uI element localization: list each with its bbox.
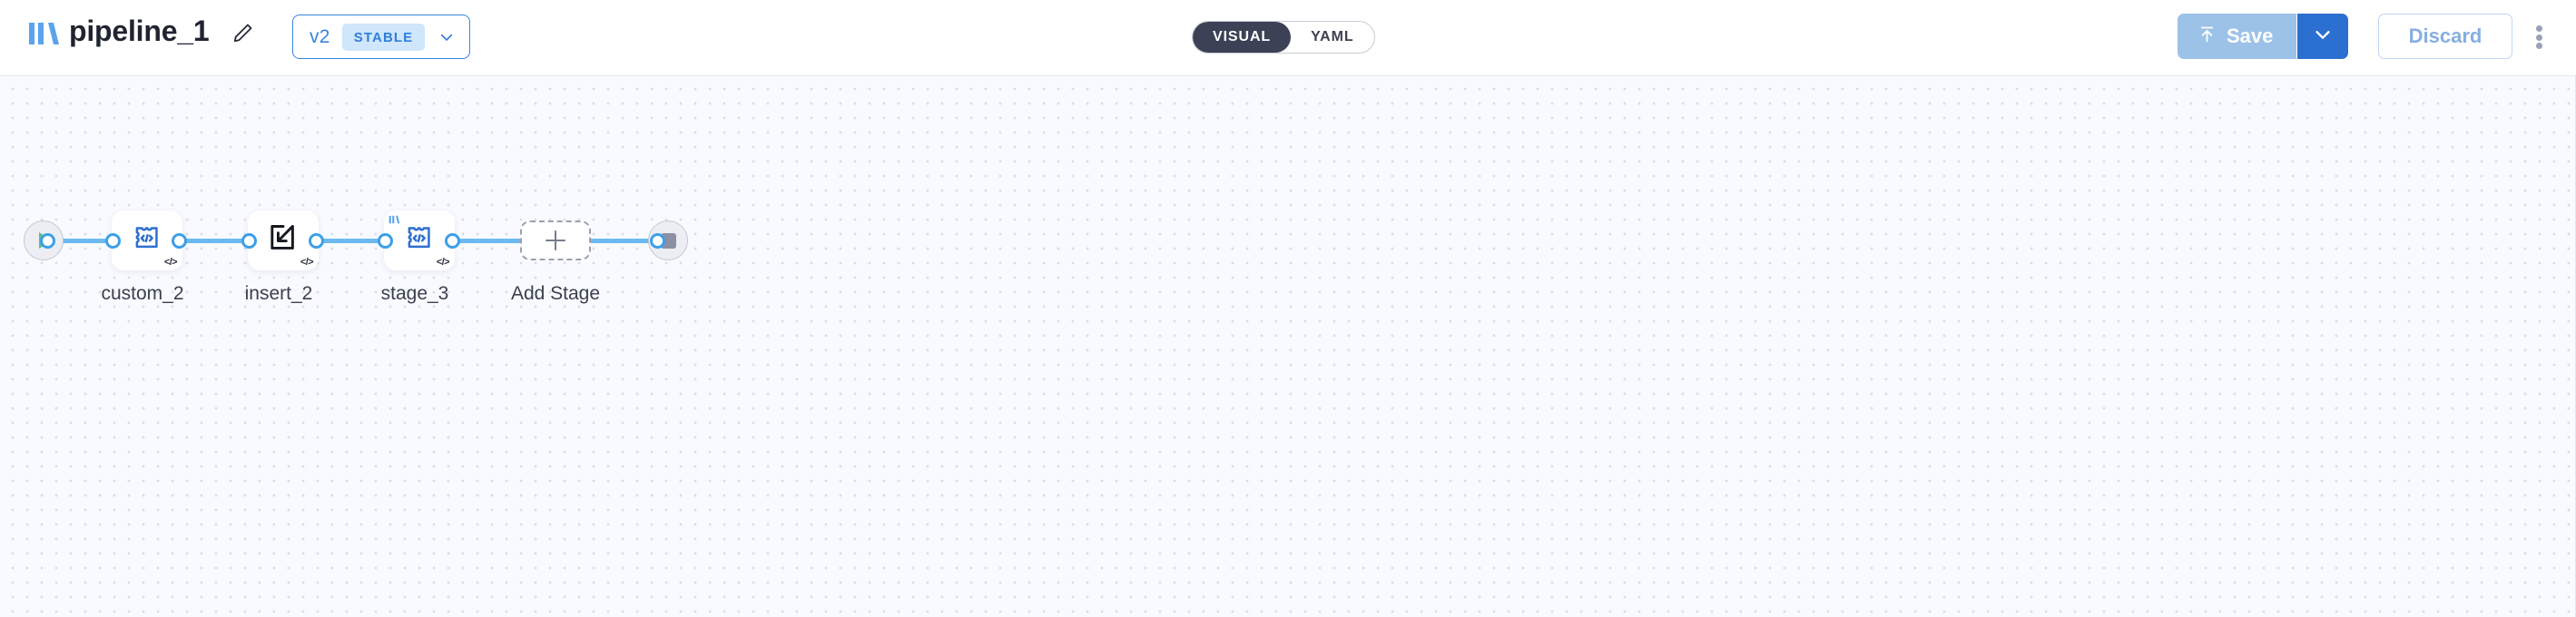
edge-addstage-to-end	[588, 239, 666, 243]
edge-start-to-custom2	[44, 239, 118, 243]
stage-label-stage_3: stage_3	[380, 283, 449, 304]
stage-label-custom_2: custom_2	[101, 283, 184, 304]
tab-visual[interactable]: VISUAL	[1193, 22, 1292, 53]
stage-node-custom_2[interactable]: </>	[112, 211, 182, 270]
pencil-icon[interactable]	[231, 22, 254, 45]
upload-arrow-icon	[2197, 24, 2217, 49]
app-header: pipeline_1 v2 STABLE VISUAL YAML	[0, 0, 2576, 76]
kebab-dot	[2535, 43, 2542, 49]
insert-arrow-icon	[267, 221, 300, 259]
page-title: pipeline_1	[69, 15, 210, 47]
add-stage-button[interactable]	[520, 220, 591, 260]
save-options-button[interactable]	[2296, 14, 2349, 59]
port-stage3-output[interactable]	[445, 233, 460, 249]
pipeline-canvas[interactable]: </> custom_2 </> insert_2	[0, 76, 2576, 617]
kebab-menu-icon[interactable]	[2527, 24, 2551, 51]
puzzle-code-icon	[132, 222, 162, 258]
tab-yaml[interactable]: YAML	[1311, 29, 1354, 44]
port-insert2-output[interactable]	[309, 233, 324, 249]
save-button-label: Save	[2227, 24, 2274, 47]
version-status-badge: STABLE	[341, 23, 426, 51]
port-insert2-input[interactable]	[241, 233, 257, 249]
port-end-input[interactable]	[650, 233, 665, 249]
port-custom2-input[interactable]	[105, 233, 121, 249]
bars-logo-icon	[388, 213, 401, 224]
view-mode-toggle[interactable]: VISUAL YAML	[1192, 21, 1375, 54]
stage-label-insert_2: insert_2	[244, 283, 313, 304]
puzzle-code-icon	[404, 222, 435, 258]
discard-button[interactable]: Discard	[2378, 14, 2512, 59]
chevron-down-icon	[438, 29, 455, 45]
version-selector[interactable]: v2 STABLE	[292, 15, 471, 59]
stage-node-stage_3[interactable]: </>	[384, 211, 455, 270]
bars-logo-icon	[27, 20, 64, 47]
edge-custom2-to-insert2	[178, 239, 254, 243]
port-start-output[interactable]	[40, 233, 55, 249]
save-button-group: Save	[2178, 14, 2349, 59]
chevron-down-icon	[2313, 24, 2333, 49]
edge-stage3-to-addstage	[452, 239, 526, 243]
port-stage3-input[interactable]	[378, 233, 393, 249]
code-badge: </>	[436, 257, 450, 268]
port-custom2-output[interactable]	[172, 233, 187, 249]
code-badge: </>	[300, 257, 314, 268]
kebab-dot	[2535, 34, 2542, 41]
plus-icon	[546, 230, 565, 250]
version-label: v2	[310, 25, 330, 47]
stage-node-insert_2[interactable]: </>	[248, 211, 319, 270]
edge-insert2-to-stage3	[316, 239, 390, 243]
save-button[interactable]: Save	[2178, 14, 2297, 59]
add-stage-label: Add Stage	[510, 283, 601, 304]
pipeline-graph: </> custom_2 </> insert_2	[0, 76, 1289, 348]
kebab-dot	[2535, 25, 2542, 32]
code-badge: </>	[163, 257, 178, 268]
